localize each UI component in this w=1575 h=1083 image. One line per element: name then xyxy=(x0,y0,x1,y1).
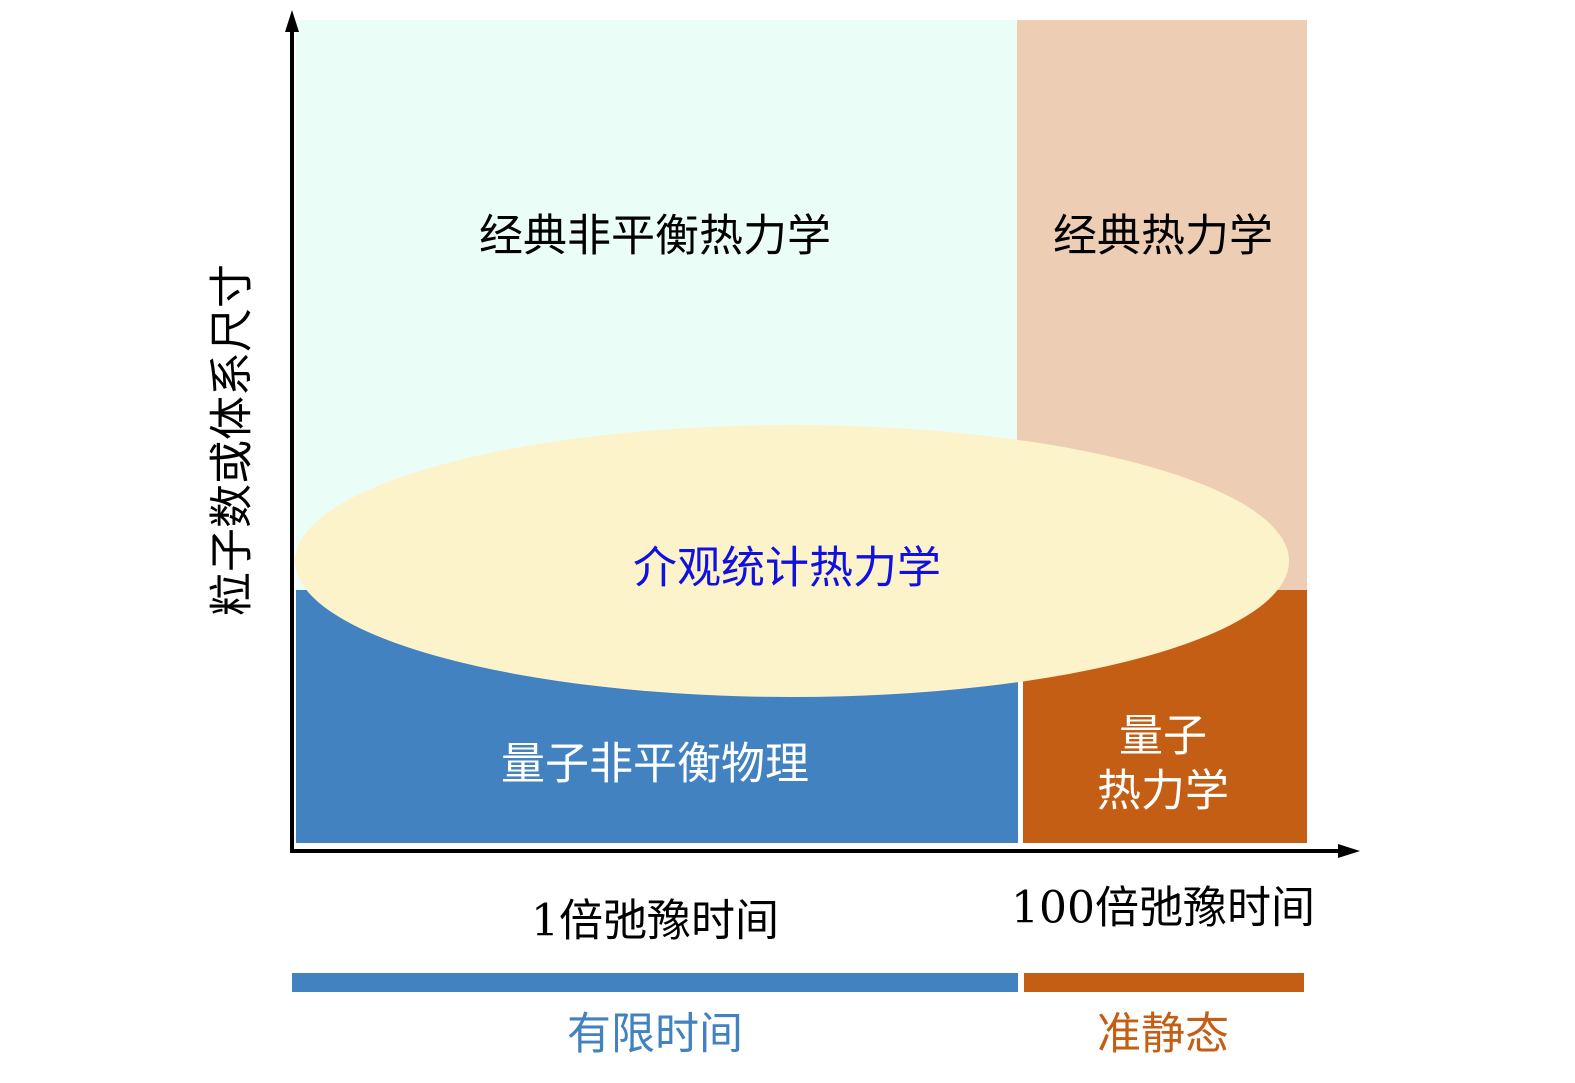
label-classical: 经典热力学 xyxy=(1053,210,1273,262)
label-finite-time: 有限时间 xyxy=(567,1008,743,1060)
y-axis-arrow xyxy=(285,10,299,32)
label-quantum-thermo-2: 热力学 xyxy=(1097,765,1229,817)
label-quantum-noneq: 量子非平衡物理 xyxy=(501,738,809,790)
label-quasistatic: 准静态 xyxy=(1097,1008,1229,1060)
label-classical-noneq: 经典非平衡热力学 xyxy=(479,210,831,262)
x-axis-arrow xyxy=(1338,844,1360,858)
label-mesoscopic: 介观统计热力学 xyxy=(633,542,941,594)
region-mesoscopic xyxy=(295,425,1289,697)
x-tick-1: 1倍弛豫时间 xyxy=(531,895,779,947)
y-axis-label: 粒子数或体系尺寸 xyxy=(206,264,258,616)
bar-finite-time xyxy=(292,973,1018,992)
label-quantum-thermo-1: 量子 xyxy=(1119,710,1207,762)
bar-quasistatic xyxy=(1024,973,1304,992)
x-tick-2: 100倍弛豫时间 xyxy=(1011,882,1315,934)
